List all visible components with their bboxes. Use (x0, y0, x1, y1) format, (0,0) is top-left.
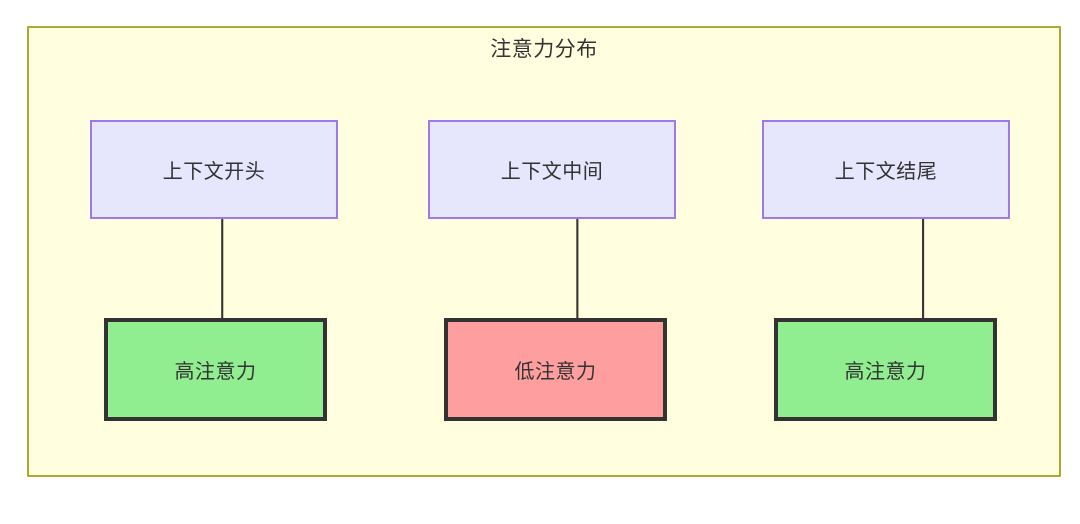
node-attn-high-end[interactable]: 高注意力 (774, 318, 997, 421)
node-ctx-middle-label: 上下文中间 (500, 161, 604, 183)
node-attn-high-start-label: 高注意力 (174, 361, 257, 383)
attention-distribution-subgraph: 注意力分布 上下文开头 上下文中间 (27, 26, 1061, 477)
edge-layer (214, 209, 931, 345)
subgraph-title: 注意力分布 (490, 38, 598, 61)
node-ctx-end[interactable]: 上下文结尾 (762, 120, 1010, 219)
node-ctx-start-label: 上下文开头 (162, 161, 266, 183)
node-attn-low-middle[interactable]: 低注意力 (444, 318, 667, 421)
node-attn-high-start[interactable]: 高注意力 (104, 318, 327, 421)
diagram-canvas: 注意力分布 上下文开头 上下文中间 (27, 26, 1061, 477)
node-attn-high-end-label: 高注意力 (844, 361, 927, 383)
node-ctx-start[interactable]: 上下文开头 (90, 120, 338, 219)
node-ctx-end-label: 上下文结尾 (834, 161, 938, 183)
node-attn-low-middle-label: 低注意力 (514, 361, 597, 383)
node-ctx-middle[interactable]: 上下文中间 (428, 120, 676, 219)
